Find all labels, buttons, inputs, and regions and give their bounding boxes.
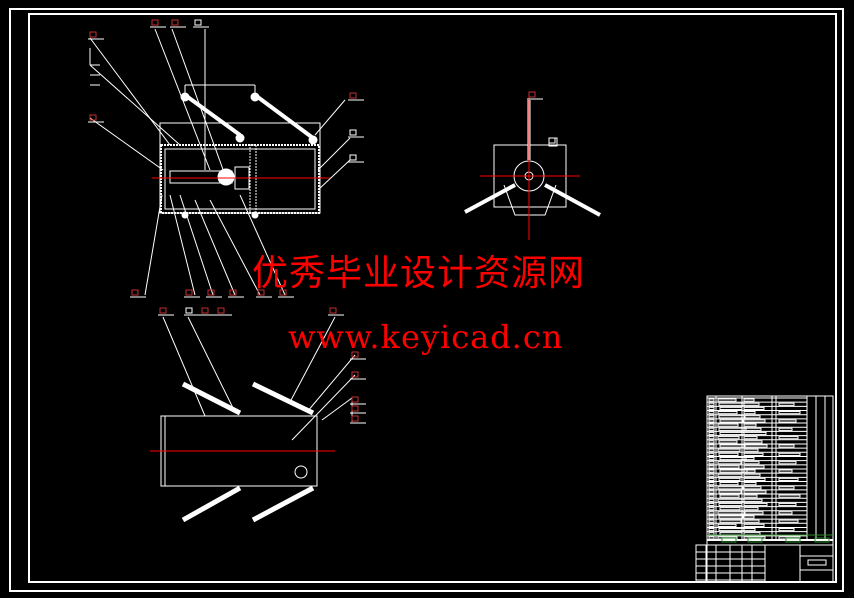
part-number-tag [351,371,359,378]
part-number-tag [279,289,287,296]
part-number-tag [89,114,97,121]
part-number-tag [171,19,179,26]
part-number-tag [185,307,193,314]
title-block [695,395,834,583]
part-number-tag [351,405,359,412]
part-number-tag [151,19,159,26]
part-number-tag [351,351,359,358]
part-number-tag [159,307,167,314]
watermark-title: 优秀毕业设计资源网 [252,253,586,294]
part-number-tag [351,415,359,422]
inner-border [28,13,837,583]
part-number-tag [349,129,357,136]
front-view [150,316,356,523]
part-number-tag [548,137,556,144]
part-number-tag [351,396,359,403]
part-number-tag [229,289,237,296]
part-number-tag [185,289,193,296]
part-number-tag [528,91,536,98]
part-number-tag [257,289,265,296]
part-number-tag [89,31,97,38]
part-number-tag [349,92,357,99]
top-view [89,28,351,296]
part-number-tag [201,307,209,314]
part-number-tag [207,289,215,296]
part-number-tag [329,307,337,314]
part-number-tag [131,289,139,296]
part-number-tag [194,19,202,26]
leader-tags [88,19,563,424]
watermark-url: www.keyicad.cn [288,318,564,356]
side-view [464,92,601,240]
part-number-tag [349,154,357,161]
part-number-tag [217,307,225,314]
outer-border [9,8,844,592]
